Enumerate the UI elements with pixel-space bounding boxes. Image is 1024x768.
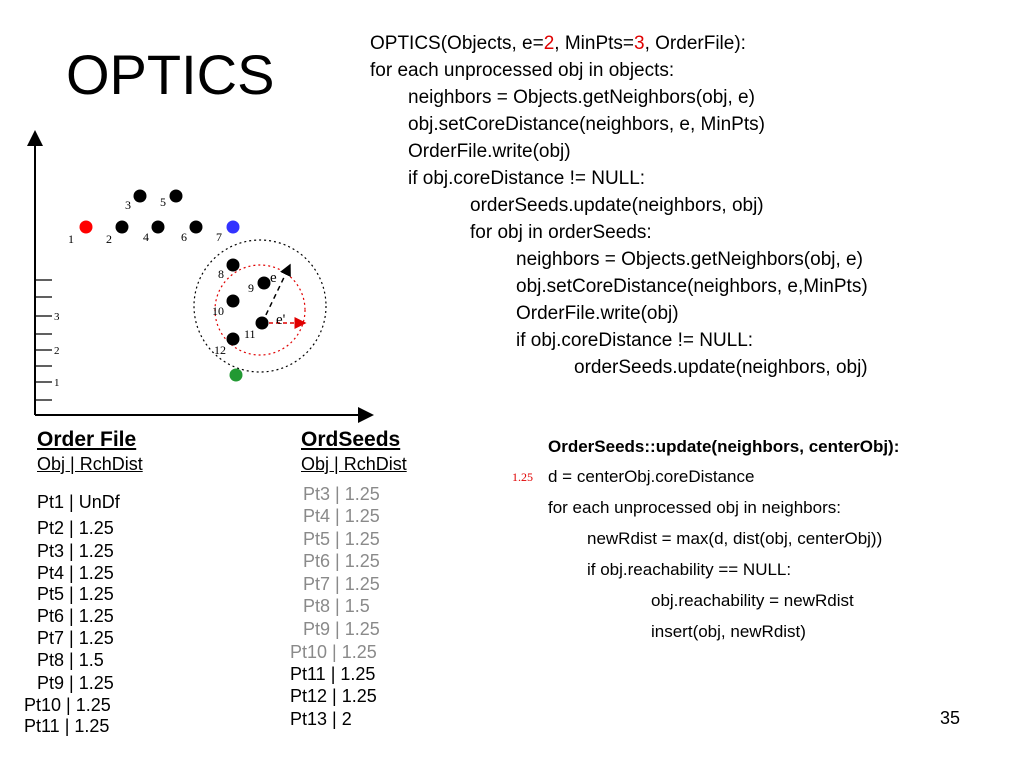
update-line-1: d = centerObj.coreDistance bbox=[548, 467, 755, 486]
code-line-2: neighbors = Objects.getNeighbors(obj, e) bbox=[408, 87, 755, 108]
order-file-row: Pt4 | 1.25 bbox=[37, 563, 114, 583]
order-file-columns: Obj | RchDist bbox=[37, 454, 143, 474]
code-line-1: for each unprocessed obj in objects: bbox=[370, 60, 675, 81]
point-label-11: 11 bbox=[244, 327, 256, 341]
ord-seeds-title: OrdSeeds bbox=[301, 428, 401, 451]
point-label-12: 12 bbox=[214, 343, 226, 357]
point-11 bbox=[255, 316, 269, 330]
axis-tick-1: 1 bbox=[54, 377, 60, 389]
core-distance-annotation: 1.25 bbox=[512, 470, 533, 484]
point-12 bbox=[226, 332, 240, 346]
order-file-row: Pt5 | 1.25 bbox=[37, 584, 114, 604]
ord-seeds-row-processed: Pt4 | 1.25 bbox=[303, 506, 380, 526]
points-diagram: 3 2 1 e e' 1 2 3 4 5 6 7 8 9 10 11 12 bbox=[27, 130, 374, 423]
order-file-row: Pt11 | 1.25 bbox=[24, 716, 110, 736]
ord-seeds-row-processed: Pt3 | 1.25 bbox=[303, 484, 380, 504]
ord-seeds-row-processed: Pt5 | 1.25 bbox=[303, 529, 380, 549]
order-file-row: Pt7 | 1.25 bbox=[37, 628, 114, 648]
order-file-row: Pt8 | 1.5 bbox=[37, 650, 104, 670]
order-file-row: Pt1 | UnDf bbox=[37, 492, 120, 512]
ord-seeds-row: Pt12 | 1.25 bbox=[290, 686, 377, 706]
order-file-row: Pt10 | 1.25 bbox=[24, 695, 111, 715]
point-label-6: 6 bbox=[181, 230, 187, 244]
ord-seeds-row-processed: Pt7 | 1.25 bbox=[303, 574, 380, 594]
point-label-1: 1 bbox=[68, 232, 74, 246]
e-value: 2 bbox=[543, 33, 555, 54]
eps-label: e bbox=[270, 270, 277, 286]
order-file-row: Pt6 | 1.25 bbox=[37, 606, 114, 626]
header-pre: OPTICS(Objects, e= bbox=[370, 33, 544, 54]
point-label-2: 2 bbox=[106, 232, 112, 246]
point-label-7: 7 bbox=[216, 230, 222, 244]
code-line-5: if obj.coreDistance != NULL: bbox=[408, 168, 646, 189]
point-13 bbox=[229, 368, 243, 382]
update-line-2: for each unprocessed obj in neighbors: bbox=[548, 498, 841, 517]
point-10 bbox=[226, 294, 240, 308]
update-line-5: obj.reachability = newRdist bbox=[651, 591, 854, 610]
point-6 bbox=[189, 220, 203, 234]
ord-seeds-row-processed: Pt9 | 1.25 bbox=[303, 619, 380, 639]
eps-neighborhood-outer bbox=[193, 239, 327, 373]
header-mid: , MinPts= bbox=[554, 33, 635, 54]
point-label-5: 5 bbox=[160, 195, 166, 209]
code-line-11: if obj.coreDistance != NULL: bbox=[516, 330, 754, 351]
ord-seeds-row: Pt11 | 1.25 bbox=[290, 664, 376, 684]
code-line-7: for obj in orderSeeds: bbox=[470, 222, 652, 243]
axis-tick-2: 2 bbox=[54, 345, 60, 357]
update-line-6: insert(obj, newRdist) bbox=[651, 622, 806, 641]
point-label-9: 9 bbox=[248, 281, 254, 295]
ord-seeds-row: Pt13 | 2 bbox=[290, 709, 352, 729]
code-line-6: orderSeeds.update(neighbors, obj) bbox=[470, 195, 764, 216]
core-distance-circle bbox=[214, 264, 306, 356]
code-line-10: OrderFile.write(obj) bbox=[516, 303, 679, 324]
point-label-8: 8 bbox=[218, 267, 224, 281]
axis-tick-3: 3 bbox=[54, 311, 60, 323]
update-line-3: newRdist = max(d, dist(obj, centerObj)) bbox=[587, 529, 883, 548]
core-eps-label: e' bbox=[276, 312, 286, 328]
algorithm-header: OPTICS(Objects, e=2, MinPts=3, OrderFile… bbox=[370, 30, 746, 57]
point-3 bbox=[133, 189, 147, 203]
point-label-10: 10 bbox=[212, 304, 224, 318]
point-7 bbox=[226, 220, 240, 234]
eps-radius-arrow bbox=[261, 263, 291, 324]
ord-seeds-row-processed: Pt10 | 1.25 bbox=[290, 642, 377, 662]
reachability-bars bbox=[35, 279, 52, 401]
update-fn-header: OrderSeeds::update(neighbors, centerObj)… bbox=[548, 437, 900, 456]
order-file-row: Pt9 | 1.25 bbox=[37, 673, 114, 693]
point-1-start bbox=[79, 220, 93, 234]
order-file-row: Pt3 | 1.25 bbox=[37, 541, 114, 561]
minpts-value: 3 bbox=[634, 33, 645, 54]
ord-seeds-row-processed: Pt8 | 1.5 bbox=[303, 596, 370, 616]
code-line-3: obj.setCoreDistance(neighbors, e, MinPts… bbox=[408, 114, 765, 135]
code-line-12: orderSeeds.update(neighbors, obj) bbox=[574, 357, 868, 378]
order-file-title: Order File bbox=[37, 428, 137, 451]
order-file-row: Pt2 | 1.25 bbox=[37, 518, 114, 538]
update-line-4: if obj.reachability == NULL: bbox=[587, 560, 792, 579]
slide-title: OPTICS bbox=[66, 43, 275, 106]
ord-seeds-row-processed: Pt6 | 1.25 bbox=[303, 551, 380, 571]
point-2 bbox=[115, 220, 129, 234]
code-line-4: OrderFile.write(obj) bbox=[408, 141, 571, 162]
point-5 bbox=[169, 189, 183, 203]
header-post: , OrderFile): bbox=[644, 33, 746, 54]
point-label-4: 4 bbox=[143, 230, 149, 244]
code-line-9: obj.setCoreDistance(neighbors, e,MinPts) bbox=[516, 276, 868, 297]
point-label-3: 3 bbox=[125, 198, 131, 212]
code-line-8: neighbors = Objects.getNeighbors(obj, e) bbox=[516, 249, 863, 270]
point-9 bbox=[257, 276, 271, 290]
ord-seeds-columns: Obj | RchDist bbox=[301, 454, 407, 474]
point-8 bbox=[226, 258, 240, 272]
point-4 bbox=[151, 220, 165, 234]
page-number: 35 bbox=[940, 708, 961, 728]
